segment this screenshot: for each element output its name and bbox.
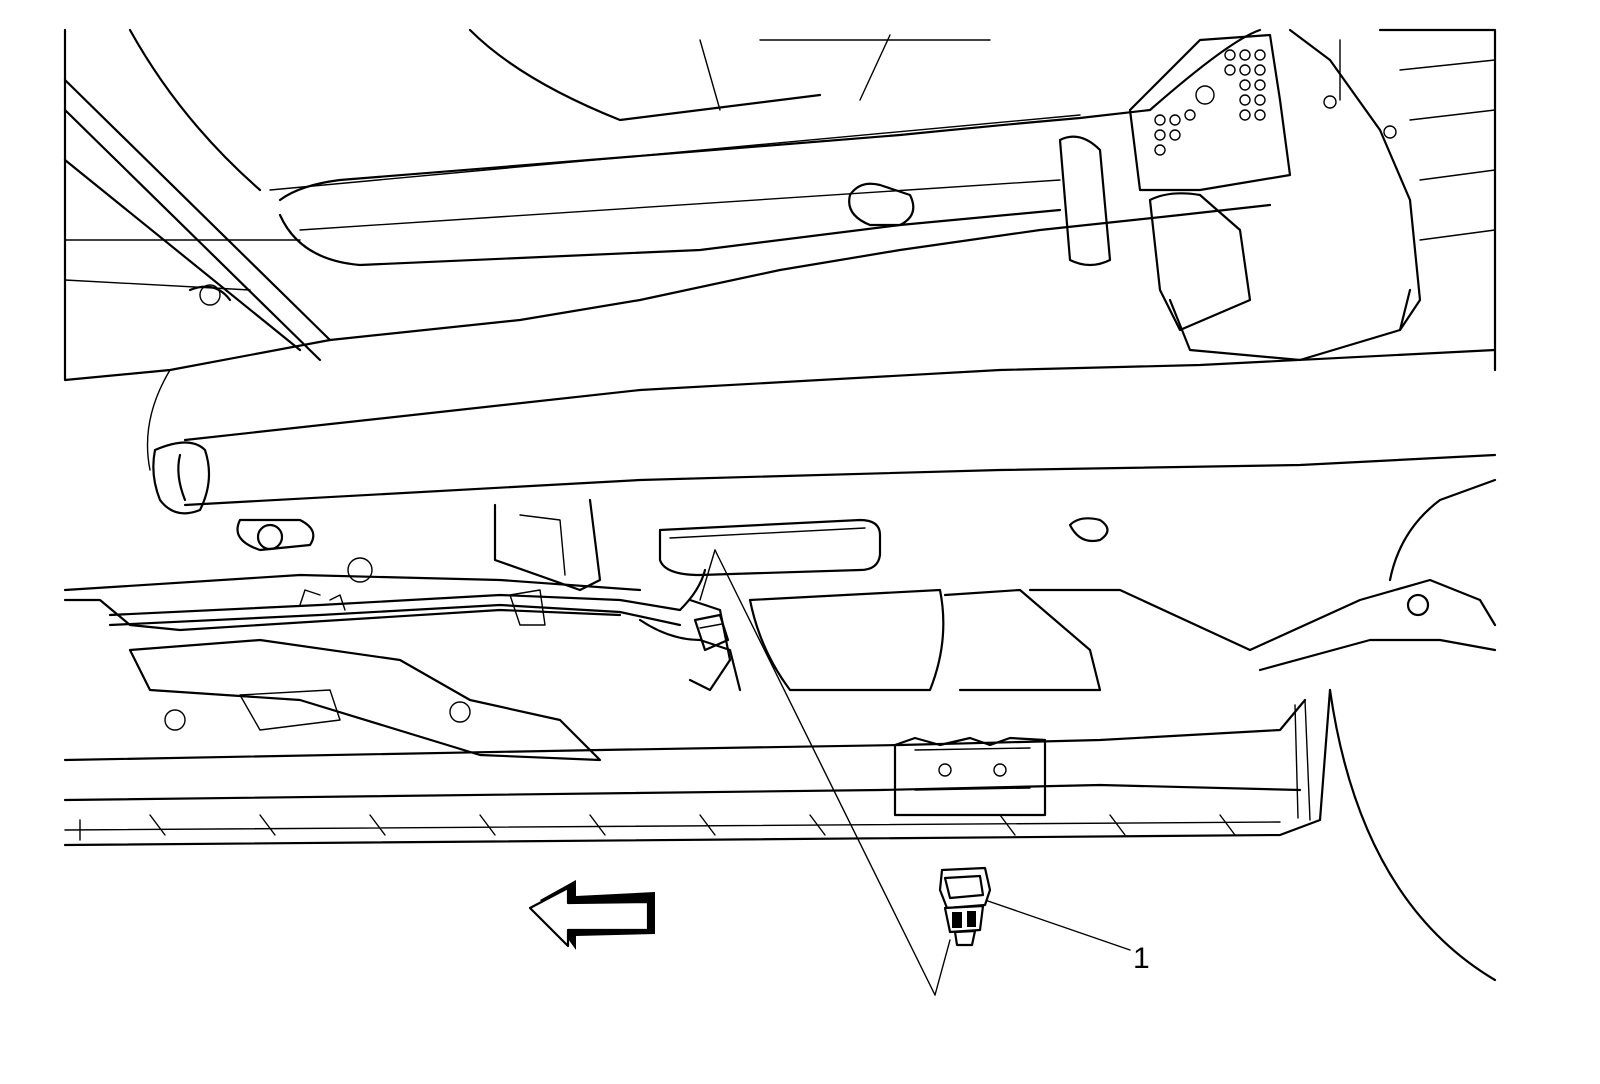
sensor-connector-icon [938,866,992,947]
fuel-tank-outline [63,28,1272,382]
wiring-harness [108,568,742,692]
left-frame-rail [63,78,332,362]
rear-differential [1058,28,1497,372]
rocker-panel [63,573,1332,847]
callout-label-1: 1 [1133,942,1150,975]
forward-direction-arrow-icon [528,880,655,950]
sensor-mounted-location [693,613,730,652]
exhaust-pipe [146,348,1497,515]
floor-pan [236,498,1109,592]
floor-bracket [128,638,1047,817]
callout-leader-lines [699,549,1131,996]
rear-suspension-arm [748,478,1497,982]
vent-holes [1154,49,1266,156]
